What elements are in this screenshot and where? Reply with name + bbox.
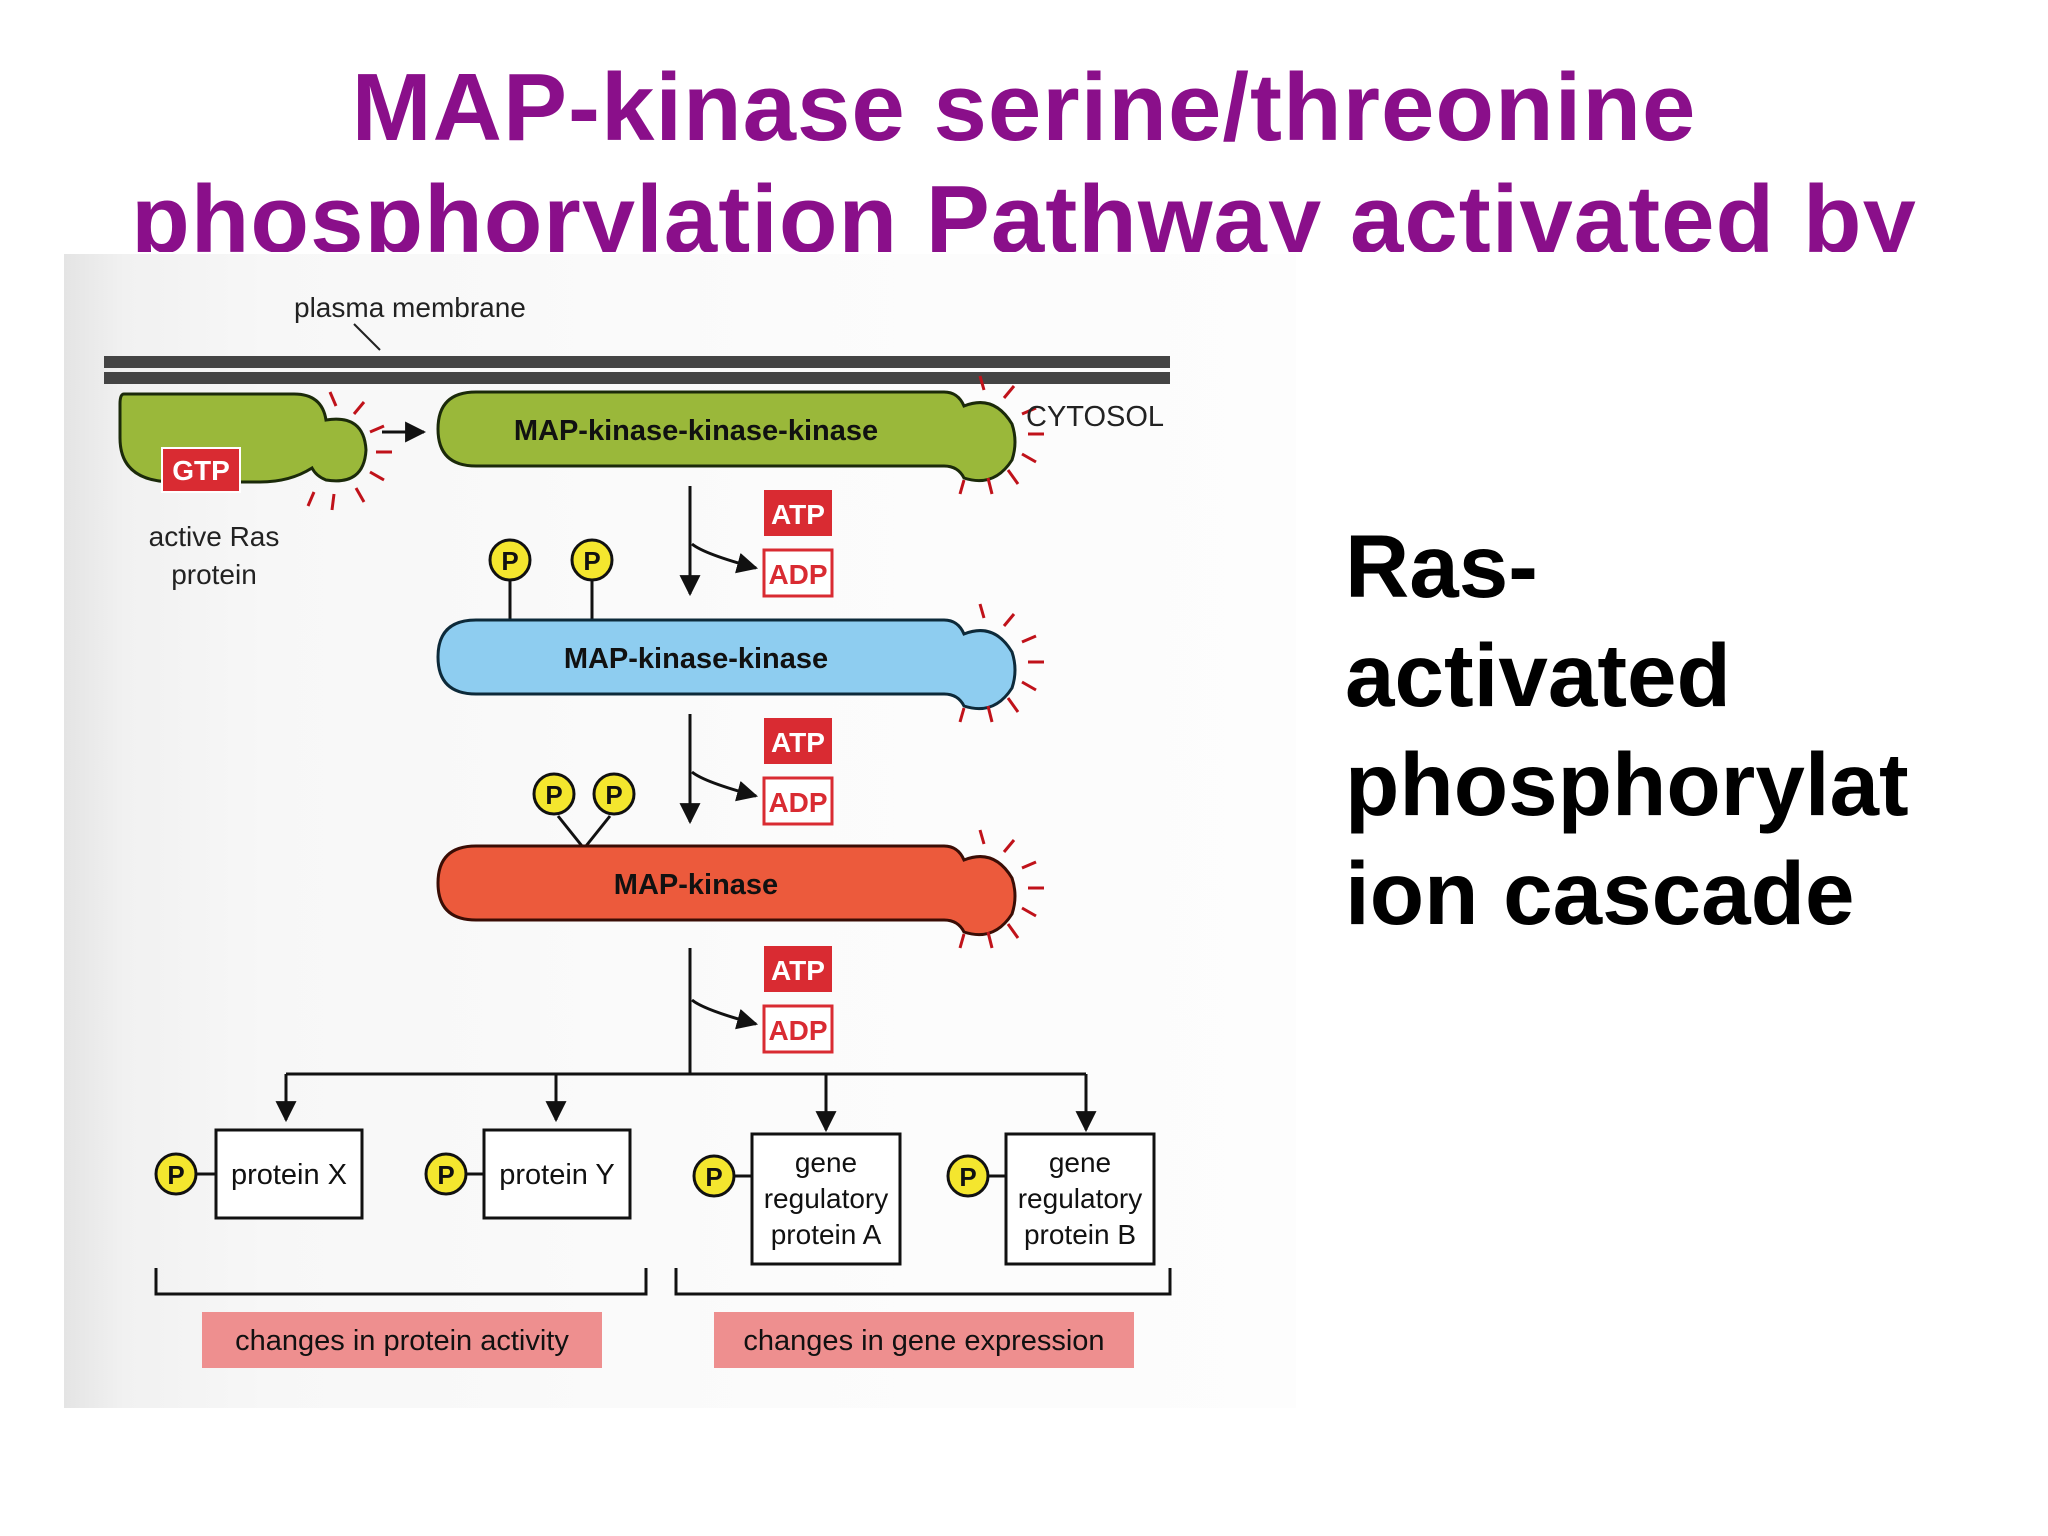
mapkkk-label: MAP-kinase-kinase-kinase [514,415,878,447]
protein-x-phosphate [154,1152,198,1196]
mapkk-protein: P P MAP-kinase-kinase [436,538,1044,723]
gene-expression-outcome-box [714,1312,1134,1368]
protein-x: P protein X [154,1128,364,1220]
gtp-label: GTP [172,455,230,486]
mapkkk-activation-rays [958,375,1044,495]
gene-a-phosphate-label: P [705,1162,722,1192]
step2-adp-box [762,776,834,826]
slide-title: MAP-kinase serine/threonine phosphorylat… [0,52,2048,252]
gene-b-label-line-3: protein B [1024,1219,1136,1250]
mapkk-activation-rays [958,603,1044,723]
mapkk-phosphate-2 [570,538,614,582]
plasma-membrane-bottom-layer [104,372,1170,384]
pathway-diagram: plasma membrane GTP active Ras protein [104,292,1172,1368]
active-ras-label-line-2: protein [171,559,257,590]
mapk-phosphate-1 [532,772,576,816]
gene-b-label-line-2: regulatory [1018,1183,1143,1214]
mapk-phosphate-1-label: P [545,780,562,810]
mapk-phosphate-2 [592,772,636,816]
gene-a-label-line-1: gene [795,1147,857,1178]
protein-x-label: protein X [231,1159,347,1191]
step1-atp-curve [691,542,759,574]
gene-a-phosphate [692,1154,736,1198]
protein-y-label: protein Y [499,1159,615,1191]
mapkkk-protein: MAP-kinase-kinase-kinase [436,375,1044,495]
step2-atp-label: ATP [771,727,825,758]
step1-adp-label: ADP [768,559,827,590]
protein-y-phosphate [424,1152,468,1196]
slide-title-line-1: MAP-kinase serine/threonine [351,54,1697,161]
step3-atp-box [764,946,832,992]
step1-adp-box [762,548,834,598]
slide-title-line-2: phosphorylation Pathway activated by [131,166,1917,252]
active-ras-protein: GTP [118,391,392,511]
mapkk-label: MAP-kinase-kinase [564,643,828,675]
side-caption-line-3: phosphorylat [1345,734,1909,834]
mapk-phosphate-2-label: P [605,780,622,810]
gene-b-label-line-1: gene [1049,1147,1111,1178]
step3-adp-box [762,1004,834,1054]
mapkk-phosphate-1-label: P [501,546,518,576]
step1-atp-label: ATP [771,499,825,530]
step3-adp-label: ADP [768,1015,827,1046]
step1-atp-box [764,490,832,536]
side-caption-line-4: ion cascade [1345,843,1855,943]
pathway-figure: plasma membrane GTP active Ras protein [64,254,1296,1408]
cytosol-label: CYTOSOL [1026,401,1164,433]
gene-a-label-line-2: regulatory [764,1183,889,1214]
side-caption-line-2: activated [1345,625,1731,725]
mapk-label: MAP-kinase [614,869,778,901]
mapkk-phosphate-2-label: P [583,546,600,576]
active-ras-label-line-1: active Ras [149,521,280,552]
ras-activation-rays [306,391,392,511]
step3-atp-label: ATP [771,955,825,986]
gene-expression-bracket [674,1268,1172,1296]
gene-regulatory-protein-a: P gene regulatory protein A [692,1132,902,1266]
protein-y: P protein Y [424,1128,632,1220]
gene-a-label-line-3: protein A [771,1219,882,1250]
step2-adp-label: ADP [768,787,827,818]
protein-activity-outcome-box [202,1312,602,1368]
gene-expression-outcome-label: changes in gene expression [743,1325,1104,1357]
protein-activity-bracket [154,1268,648,1296]
gtp-box [161,447,241,493]
title-clip: MAP-kinase serine/threonine phosphorylat… [0,0,2048,252]
plasma-membrane-label: plasma membrane [294,292,526,323]
mapkk-phosphate-1 [488,538,532,582]
mapk-protein: P P MAP-kinase [436,772,1044,949]
gene-b-phosphate [946,1154,990,1198]
mapk-activation-rays [958,829,1044,949]
step2-atp-box [764,718,832,764]
side-caption-line-1: Ras- [1345,516,1538,616]
gene-regulatory-protein-b: P gene regulatory protein B [946,1132,1156,1266]
protein-y-phosphate-label: P [437,1160,454,1190]
protein-x-phosphate-label: P [167,1160,184,1190]
side-caption: Ras- activated phosphorylat ion cascade [1345,512,2035,948]
gene-b-phosphate-label: P [959,1162,976,1192]
protein-activity-outcome-label: changes in protein activity [235,1325,569,1357]
plasma-membrane-pointer [353,323,381,351]
step2-atp-curve [691,770,759,802]
plasma-membrane-top-layer [104,356,1170,368]
step3-atp-curve [691,998,759,1030]
